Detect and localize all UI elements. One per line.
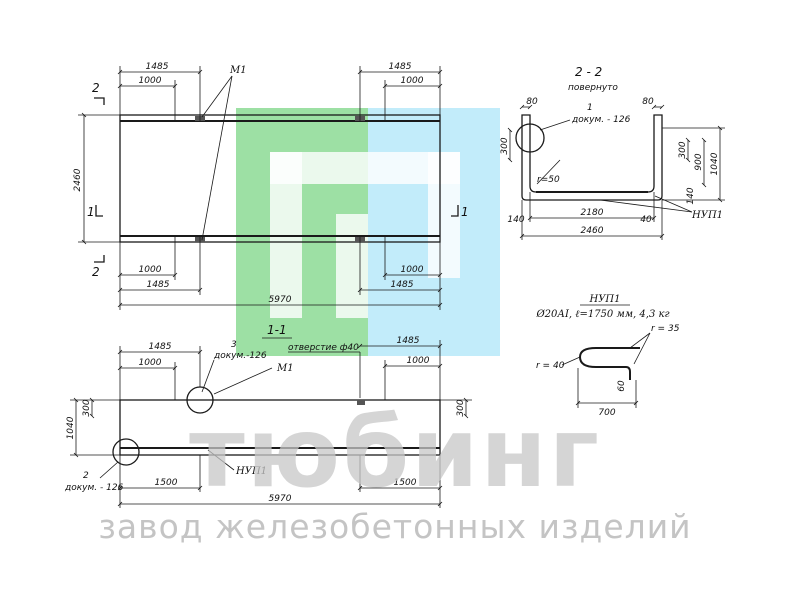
dim-bottom-left-outer: 1485 — [147, 280, 170, 290]
label-m1-section11: М1 — [276, 363, 294, 374]
dim-s11-300-left: 300 — [82, 399, 92, 416]
watermark-logo — [236, 108, 500, 356]
dim-s11-300-right: 300 — [456, 399, 466, 416]
callout-1-doc: докум. - 126 — [571, 115, 631, 125]
plan-outline — [119, 114, 441, 243]
dim-140-right: 140 — [686, 187, 696, 204]
dim-s11-1500-right: 1500 — [394, 478, 417, 488]
section-1-1: 1-1 3 докум.-126 отверстие ф40 М1 2 доку… — [64, 323, 472, 508]
callout-1-circle — [515, 123, 545, 153]
section-2-2-subtitle: повернуто — [568, 83, 618, 93]
section-1-1-title: 1-1 — [267, 323, 287, 337]
watermark-tagline: завод железобетонных изделий — [98, 507, 691, 546]
cut-2-top: 2 — [92, 81, 100, 95]
callout-2-circle — [112, 438, 140, 466]
dim-80-right: 80 — [642, 97, 654, 107]
dim-900: 900 — [694, 153, 704, 170]
nup1-r35: r = 35 — [651, 324, 680, 334]
dim-s11-top-left-inner: 1000 — [139, 358, 162, 368]
radius-label: r=50 — [537, 175, 560, 185]
dim-top-left-outer: 1485 — [146, 62, 169, 72]
dim-bottom-right-outer: 1485 — [391, 280, 414, 290]
dim-top-right-inner: 1000 — [401, 76, 424, 86]
watermark-brand: тюбинг — [189, 397, 601, 509]
callout-3-number: 3 — [231, 340, 237, 350]
callout-2-doc: докум. - 126 — [64, 483, 124, 493]
callout-2-number: 2 — [83, 471, 89, 481]
dim-top-right-outer: 1485 — [389, 62, 412, 72]
nup1-detail: НУП1 Ø20АI, ℓ=1750 мм, 4,3 кг r = 35 r =… — [535, 294, 679, 418]
dim-1040: 1040 — [710, 152, 720, 175]
dim-140-left: 140 — [507, 215, 524, 225]
callout-1-number: 1 — [587, 103, 593, 113]
dim-s11-total-length: 5970 — [269, 494, 292, 504]
dim-s11-1500-left: 1500 — [155, 478, 178, 488]
nup1-r40: r = 40 — [536, 361, 565, 371]
dim-top-left-inner: 1000 — [139, 76, 162, 86]
dim-plan-total-length: 5970 — [269, 295, 292, 305]
cut-1-left: 1 — [87, 205, 95, 219]
section-1-1-outline — [119, 399, 441, 456]
dim-300-left: 300 — [500, 137, 510, 154]
label-m1: М1 — [229, 65, 247, 76]
dim-bottom-right-inner: 1000 — [401, 265, 424, 275]
dim-s11-top-right-outer: 1485 — [397, 336, 420, 346]
nup1-rebar-shape — [578, 347, 640, 380]
section-2-2-title: 2 - 2 — [575, 65, 602, 79]
u-channel-profile — [521, 114, 663, 201]
dim-2460: 2460 — [581, 226, 604, 236]
nup1-spec: Ø20АI, ℓ=1750 мм, 4,3 кг — [535, 309, 669, 320]
plan-view: 1485 1000 1485 1000 М1 1000 1485 1000 14… — [73, 62, 469, 310]
label-nup1-section22: НУП1 — [691, 210, 723, 221]
dim-40: 40 — [640, 215, 652, 225]
section-2-2: 2 - 2 повернуто 1 докум. - 126 80 80 300… — [500, 65, 725, 240]
dim-2180: 2180 — [581, 208, 604, 218]
hole-note: отверстие ф40 — [288, 343, 359, 353]
dim-s11-1040: 1040 — [66, 416, 76, 439]
label-nup1-section11: НУП1 — [235, 466, 267, 477]
dim-300-right: 300 — [678, 141, 688, 158]
nup1-dim-60: 60 — [617, 380, 627, 392]
dim-80-left: 80 — [526, 97, 538, 107]
cut-2-bottom: 2 — [92, 265, 100, 279]
callout-3-doc: докум.-126 — [213, 351, 267, 361]
dim-bottom-left-inner: 1000 — [139, 265, 162, 275]
dim-s11-top-left-outer: 1485 — [149, 342, 172, 352]
dim-s11-top-right-inner: 1000 — [407, 356, 430, 366]
cut-1-right: 1 — [461, 205, 469, 219]
nup1-dim-700: 700 — [598, 408, 615, 418]
dim-plan-height: 2460 — [73, 168, 83, 191]
nup1-title: НУП1 — [588, 294, 620, 305]
